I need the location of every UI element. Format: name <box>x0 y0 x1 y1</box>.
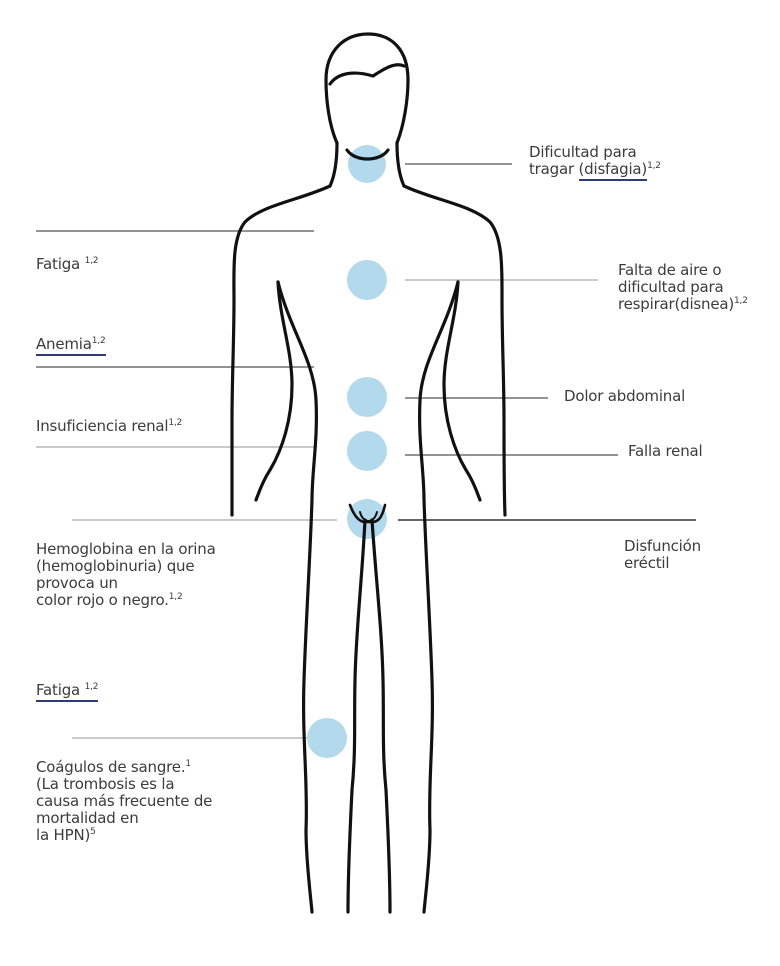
hair-line <box>328 63 406 86</box>
label-clots-sup1: 1 <box>185 759 191 769</box>
label-dyspnea-line1: Falta de aire o <box>618 261 722 279</box>
label-dyspnea-line3: respirar(disnea)1,2 <box>618 296 748 313</box>
label-clots-line5: la HPN)5 <box>36 827 212 844</box>
label-anemia: Anemia1,2 <box>36 335 106 356</box>
label-dysphagia-underlined: (disfagia) <box>578 160 647 181</box>
label-clots-line1-text: Coágulos de sangre. <box>36 758 186 776</box>
right-shoulder-arm <box>402 184 507 517</box>
label-dysphagia-line1: Dificultad para <box>529 143 637 161</box>
label-dysphagia-prefix: tragar <box>529 160 579 178</box>
right-inner-arm <box>442 280 482 502</box>
label-fatigue-top: Fatiga 1,2 <box>36 256 98 273</box>
label-dyspnea-line2: dificultad para <box>618 278 724 296</box>
symptom-markers <box>307 145 387 758</box>
neck-right <box>395 141 406 188</box>
left-torso-side <box>276 280 318 914</box>
marker-abdomen <box>347 377 387 417</box>
label-fatigue-bottom-sup: 1,2 <box>84 682 99 692</box>
label-clots-line5-text: la HPN) <box>36 826 91 844</box>
label-clots-line2: (La trombosis es la <box>36 775 175 793</box>
label-dyspnea-line3-text: respirar(disnea) <box>618 295 735 313</box>
label-fatigue-bottom: Fatiga 1,2 <box>36 681 98 702</box>
label-hemoglobinuria-line4: color rojo o negro.1,2 <box>36 592 216 609</box>
label-dyspnea: Falta de aire o dificultad para respirar… <box>618 262 748 313</box>
label-dyspnea-sup: 1,2 <box>734 296 748 306</box>
label-clots-sup5: 5 <box>90 827 96 837</box>
label-dysphagia-sup: 1,2 <box>647 161 661 171</box>
label-hemoglobinuria-line4-text: color rojo o negro. <box>36 591 169 609</box>
label-anemia-sup: 1,2 <box>91 336 106 346</box>
label-dysphagia-line2: tragar (disfagia)1,2 <box>529 160 661 181</box>
label-renal-insufficiency: Insuficiencia renal1,2 <box>36 418 182 435</box>
neck-left <box>328 141 339 188</box>
label-clots-line4: mortalidad en <box>36 809 139 827</box>
marker-kidney <box>347 431 387 471</box>
leader-lines <box>36 163 696 739</box>
label-fatigue-bottom-text: Fatiga <box>36 681 85 699</box>
label-abdominal-pain: Dolor abdominal <box>564 387 686 405</box>
label-renal-insufficiency-sup: 1,2 <box>168 418 183 428</box>
label-hemoglobinuria-sup: 1,2 <box>168 592 183 602</box>
label-clots-line3: causa más frecuente de <box>36 792 213 810</box>
label-anemia-underlined: Anemia1,2 <box>36 335 106 356</box>
label-hemoglobinuria: Hemoglobina en la orina (hemoglobinuria)… <box>36 541 216 609</box>
label-renal-failure: Falla renal <box>628 442 703 460</box>
label-erectile-line2: eréctil <box>624 554 670 572</box>
groin-inner <box>359 511 378 522</box>
label-hemoglobinuria-line1: Hemoglobina en la orina <box>36 540 216 558</box>
marker-groin <box>347 499 387 539</box>
marker-throat <box>348 145 386 183</box>
left-inner-arm <box>254 280 294 502</box>
label-renal-insufficiency-text: Insuficiencia renal <box>36 417 169 435</box>
label-hemoglobinuria-line3: provoca un <box>36 574 118 592</box>
marker-chest <box>347 260 387 300</box>
label-fatigue-top-sup: 1,2 <box>84 256 99 266</box>
right-torso-side <box>418 280 460 914</box>
label-fatigue-top-text: Fatiga <box>36 255 85 273</box>
label-clots: Coágulos de sangre.1 (La trombosis es la… <box>36 759 212 844</box>
label-erectile-line1: Disfunción <box>624 537 701 555</box>
label-dysphagia: Dificultad para tragar (disfagia)1,2 <box>529 143 661 181</box>
right-inner-leg <box>370 518 392 914</box>
label-anemia-text: Anemia <box>36 335 92 353</box>
chin-line <box>345 148 390 161</box>
label-fatigue-bottom-underlined: Fatiga 1,2 <box>36 681 98 702</box>
left-inner-leg <box>346 518 367 914</box>
label-erectile: Disfunción eréctil <box>624 538 701 572</box>
label-hemoglobinuria-line2: (hemoglobinuria) que <box>36 557 195 575</box>
head-outline <box>324 32 410 145</box>
body-outline <box>230 32 507 914</box>
label-clots-line1: Coágulos de sangre.1 <box>36 759 212 776</box>
marker-thigh <box>307 718 347 758</box>
left-shoulder-arm <box>230 184 332 517</box>
